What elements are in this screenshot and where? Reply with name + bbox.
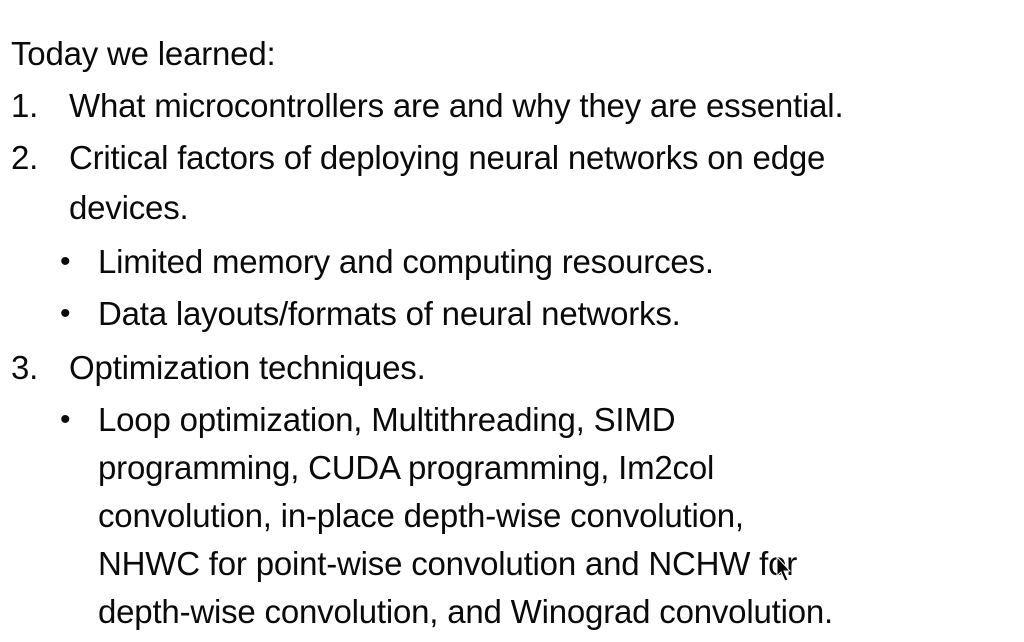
- sub-bullet-text: Limited memory and computing resources.: [98, 243, 714, 280]
- bullet-icon: •: [60, 245, 71, 278]
- bullet-icon: •: [60, 297, 71, 330]
- slide-heading: Today we learned:: [11, 35, 276, 72]
- item-text: Critical factors of deploying neural net…: [69, 139, 826, 176]
- sub-bullet-text: programming, CUDA programming, Im2col: [98, 449, 715, 486]
- sub-bullet-text: Data layouts/formats of neural networks.: [98, 295, 681, 332]
- sub-bullet-text: depth-wise convolution, and Winograd con…: [98, 593, 833, 630]
- mouse-cursor-icon: [776, 556, 792, 582]
- item-number: 1.: [11, 87, 39, 124]
- item-text: Optimization techniques.: [69, 349, 426, 386]
- sub-bullet-text: convolution, in-place depth-wise convolu…: [98, 497, 744, 534]
- sub-bullet-text: Loop optimization, Multithreading, SIMD: [98, 401, 676, 438]
- item-number: 3.: [11, 349, 39, 386]
- sub-bullet-text: NHWC for point-wise convolution and NCHW…: [98, 545, 798, 582]
- bullet-icon: •: [60, 403, 71, 436]
- item-number: 2.: [11, 139, 39, 176]
- item-text: devices.: [69, 189, 189, 226]
- item-text: What microcontrollers are and why they a…: [69, 87, 844, 124]
